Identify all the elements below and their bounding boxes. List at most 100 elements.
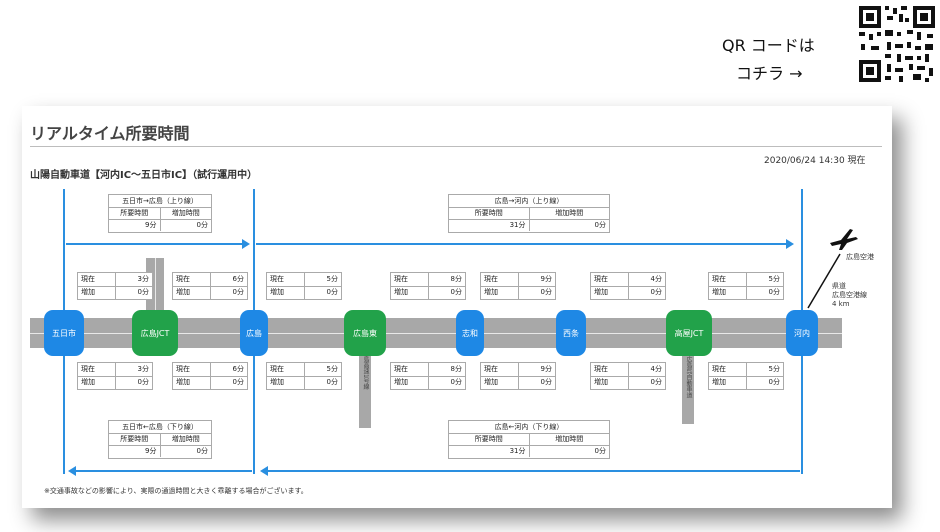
current-value: 9分 xyxy=(540,275,552,283)
increase-value: 0分 xyxy=(650,378,662,386)
increase-value: 0分 xyxy=(650,288,662,296)
increase-value: 0分 xyxy=(137,378,149,386)
added-time-value: 0分 xyxy=(196,221,208,229)
increase-value: 0分 xyxy=(768,378,780,386)
required-time-header: 所要時間 xyxy=(449,207,530,219)
node-shiwa-ic[interactable]: 志和 xyxy=(456,310,484,356)
node-saijo-ic[interactable]: 西条 xyxy=(556,310,586,356)
current-label: 現在 xyxy=(591,363,629,376)
node-hiroshima-higashi[interactable]: 広島東 xyxy=(344,310,386,356)
increase-label: 増加 xyxy=(78,286,116,299)
required-time-header: 所要時間 xyxy=(109,207,161,219)
current-label: 現在 xyxy=(481,363,519,376)
current-value: 3分 xyxy=(137,275,149,283)
takaya-jct-branch xyxy=(682,346,694,424)
branch-label-hiroshima-expressway: 広島高速1号線 xyxy=(362,350,369,390)
segment-table-down: 現在 4分 増加 0分 xyxy=(590,362,666,390)
required-time-header: 所要時間 xyxy=(449,433,530,445)
increase-label: 増加 xyxy=(391,286,429,299)
route-distance: 4 km xyxy=(832,300,850,308)
increase-value: 0分 xyxy=(326,378,338,386)
airport-access-road xyxy=(807,253,841,309)
current-label: 現在 xyxy=(391,363,429,376)
current-value: 5分 xyxy=(326,275,338,283)
node-takaya-jct[interactable]: 高屋JCT xyxy=(666,310,712,356)
arrow-down-kochi-hiroshima xyxy=(260,466,800,476)
current-value: 6分 xyxy=(232,365,244,373)
current-value: 8分 xyxy=(450,365,462,373)
current-value: 8分 xyxy=(450,275,462,283)
node-itsukaichi-ic[interactable]: 五日市 xyxy=(44,310,84,356)
increase-label: 増加 xyxy=(591,286,629,299)
disclaimer-footnote: ※交通事故などの影響により、実際の通過時間と大きく乖離する場合がございます。 xyxy=(44,487,308,495)
increase-value: 0分 xyxy=(232,378,244,386)
hiroshima-jct-branch-centerline xyxy=(155,258,156,320)
added-time-value: 0分 xyxy=(594,221,606,229)
current-label: 現在 xyxy=(78,363,116,376)
current-value: 9分 xyxy=(540,365,552,373)
update-timestamp: 2020/06/24 14:30 現在 xyxy=(764,156,866,166)
route-subtitle: 山陽自動車道【河内IC～五日市IC】（試行運用中） xyxy=(30,170,258,181)
current-label: 現在 xyxy=(481,273,519,286)
realtime-travel-time-panel: リアルタイム所要時間 山陽自動車道【河内IC～五日市IC】（試行運用中） 202… xyxy=(22,106,892,508)
increase-label: 増加 xyxy=(709,376,747,389)
current-label: 現在 xyxy=(709,273,747,286)
qr-code[interactable] xyxy=(857,4,937,84)
current-label: 現在 xyxy=(78,273,116,286)
added-time-header: 増加時間 xyxy=(171,209,200,217)
arrow-up-hiroshima-kochi xyxy=(256,239,794,249)
node-hiroshima-ic[interactable]: 広島 xyxy=(240,310,268,356)
arrow-down-hiroshima-itsukaichi xyxy=(68,466,252,476)
current-label: 現在 xyxy=(591,273,629,286)
increase-value: 0分 xyxy=(450,288,462,296)
increase-label: 増加 xyxy=(481,286,519,299)
added-time-header: 増加時間 xyxy=(555,209,584,217)
qr-prompt-line2: コチラ → xyxy=(736,64,803,83)
required-time-value: 9分 xyxy=(109,219,161,231)
current-value: 5分 xyxy=(768,365,780,373)
increase-value: 0分 xyxy=(232,288,244,296)
route-name: 広島空港線 xyxy=(832,291,867,299)
segment-table-down: 現在 8分 増加 0分 xyxy=(390,362,466,390)
increase-label: 増加 xyxy=(591,376,629,389)
increase-value: 0分 xyxy=(137,288,149,296)
airplane-icon xyxy=(830,229,858,250)
segment-table-down: 現在 5分 増加 0分 xyxy=(708,362,784,390)
required-time-value: 31分 xyxy=(449,219,530,231)
increase-value: 0分 xyxy=(326,288,338,296)
required-time-value: 31分 xyxy=(449,445,530,457)
current-value: 5分 xyxy=(326,365,338,373)
increase-label: 増加 xyxy=(709,286,747,299)
current-value: 6分 xyxy=(232,275,244,283)
current-value: 4分 xyxy=(650,365,662,373)
current-label: 現在 xyxy=(173,363,211,376)
increase-label: 増加 xyxy=(267,376,305,389)
node-hiroshima-jct[interactable]: 広島JCT xyxy=(132,310,178,356)
current-label: 現在 xyxy=(173,273,211,286)
highway-centerline xyxy=(30,333,842,334)
added-time-header: 増加時間 xyxy=(171,435,200,443)
node-kochi-ic[interactable]: 河内 xyxy=(786,310,818,356)
airport-route-info: 県道 広島空港線 4 km xyxy=(832,282,867,309)
qr-prompt-line1: QR コードは xyxy=(722,36,815,55)
title-divider xyxy=(30,146,882,147)
required-time-header: 所要時間 xyxy=(109,433,161,445)
increase-label: 増加 xyxy=(391,376,429,389)
current-value: 5分 xyxy=(768,275,780,283)
required-time-value: 9分 xyxy=(109,445,161,457)
current-label: 現在 xyxy=(709,363,747,376)
added-time-value: 0分 xyxy=(594,447,606,455)
increase-value: 0分 xyxy=(450,378,462,386)
